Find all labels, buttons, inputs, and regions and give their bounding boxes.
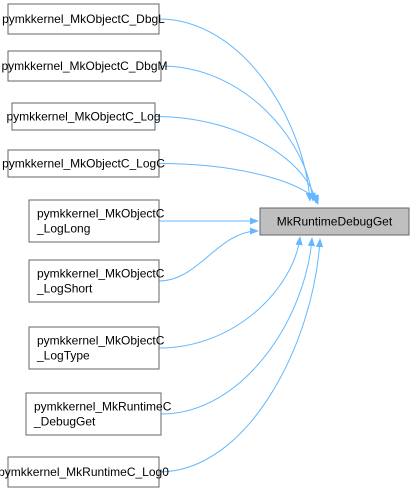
node-debugget-label: _DebugGet (33, 415, 96, 429)
node-logtype-box[interactable] (28, 326, 160, 370)
node-loglong-label: _LogLong (36, 222, 90, 236)
node-debugget[interactable]: pymkkernel_MkRuntimeC_DebugGet (25, 392, 172, 436)
node-logtype-label: _LogType (36, 349, 90, 363)
node-logshort-label: _LogShort (36, 282, 93, 296)
edge-debugget (160, 237, 315, 415)
edge-log0 (158, 238, 324, 473)
node-dbgl[interactable]: pymkkernel_MkObjectC_DbgL (2, 3, 165, 35)
node-loglong-box[interactable] (28, 199, 160, 243)
node-dbgm[interactable]: pymkkernel_MkObjectC_DbgM (1, 50, 168, 82)
node-loglong[interactable]: pymkkernel_MkObjectC_LogLong (28, 199, 165, 243)
node-log[interactable]: pymkkernel_MkObjectC_Log (6, 102, 161, 131)
edge-dbgm (160, 65, 316, 202)
node-log-box[interactable] (11, 102, 156, 131)
node-logtype[interactable]: pymkkernel_MkObjectC_LogType (28, 326, 165, 370)
node-log0[interactable]: pymkkernel_MkRuntimeC_Log0 (0, 456, 169, 488)
edge-log (154, 116, 319, 204)
node-target-box[interactable] (259, 207, 410, 236)
node-target-label: MkRuntimeDebugGet (277, 215, 393, 229)
call-edges (154, 18, 324, 473)
node-log-label: pymkkernel_MkObjectC_Log (6, 110, 160, 124)
call-nodes: pymkkernel_MkObjectC_DbgL pymkkernel_MkOb… (0, 3, 410, 488)
node-dbgm-box[interactable] (7, 50, 162, 82)
node-dbgm-label: pymkkernel_MkObjectC_DbgM (1, 59, 167, 73)
node-dbgl-box[interactable] (7, 3, 160, 35)
node-logc-label: pymkkernel_MkObjectC_LogC (2, 157, 165, 171)
node-logshort[interactable]: pymkkernel_MkObjectC_LogShort (28, 259, 165, 303)
node-logc-box[interactable] (7, 149, 160, 178)
edge-logc (158, 163, 319, 205)
node-logc[interactable]: pymkkernel_MkObjectC_LogC (2, 149, 165, 178)
node-dbgl-label: pymkkernel_MkObjectC_DbgL (2, 12, 165, 26)
node-logshort-box[interactable] (28, 259, 160, 303)
node-debugget-box[interactable] (25, 392, 162, 436)
node-log0-label: pymkkernel_MkRuntimeC_Log0 (0, 465, 169, 479)
node-log0-box[interactable] (7, 456, 160, 488)
edge-dbgl (158, 18, 313, 202)
node-logshort-label: pymkkernel_MkObjectC (37, 267, 165, 281)
edge-logshort (158, 227, 259, 282)
node-target[interactable]: MkRuntimeDebugGet (259, 207, 410, 236)
node-logtype-label: pymkkernel_MkObjectC (37, 334, 165, 348)
node-debugget-label: pymkkernel_MkRuntimeC (34, 400, 172, 414)
node-loglong-label: pymkkernel_MkObjectC (37, 207, 165, 221)
edge-logtype (158, 236, 303, 349)
